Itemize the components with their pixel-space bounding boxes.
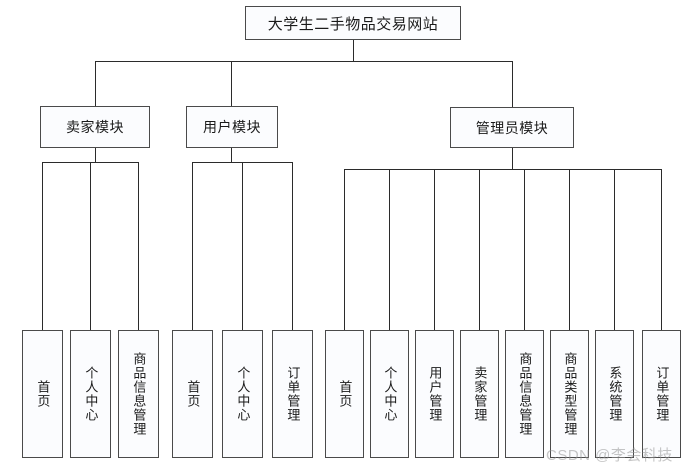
- leaf-node-admin-1-label: 首页: [337, 380, 353, 408]
- connector-admin-leaf-6: [569, 169, 570, 330]
- leaf-node-user-3-label: 订单管理: [285, 366, 301, 422]
- root-node-label: 大学生二手物品交易网站: [267, 16, 439, 33]
- leaf-node-admin-2-label: 个人中心: [382, 366, 398, 422]
- leaf-node-seller-3-label: 商品信息管理: [131, 352, 147, 436]
- connector-user-leaf-1: [192, 162, 193, 330]
- leaf-node-seller-2-label: 个人中心: [83, 366, 99, 422]
- connector-user-leaf-2: [242, 162, 243, 330]
- leaf-node-admin-4[interactable]: 卖家管理: [460, 330, 499, 458]
- connector-seller-leaf-1: [42, 162, 43, 330]
- connector-admin-leaf-3: [434, 169, 435, 330]
- leaf-node-seller-2[interactable]: 个人中心: [70, 330, 111, 458]
- leaf-node-seller-1[interactable]: 首页: [22, 330, 63, 458]
- leaf-node-user-1[interactable]: 首页: [172, 330, 213, 458]
- connector-admin-leaf-7: [614, 169, 615, 330]
- leaf-node-admin-8-label: 订单管理: [654, 366, 670, 422]
- connector-drop-user: [231, 61, 232, 106]
- connector-drop-seller: [95, 61, 96, 106]
- connector-user-stem: [231, 148, 232, 162]
- leaf-node-admin-1[interactable]: 首页: [325, 330, 364, 458]
- connector-seller-stem: [95, 148, 96, 162]
- leaf-node-admin-6-label: 商品类型管理: [562, 352, 578, 436]
- connector-admin-leaf-2: [389, 169, 390, 330]
- leaf-node-admin-4-label: 卖家管理: [472, 366, 488, 422]
- leaf-node-admin-6[interactable]: 商品类型管理: [550, 330, 589, 458]
- module-node-admin-label: 管理员模块: [475, 121, 549, 137]
- leaf-node-seller-1-label: 首页: [35, 380, 51, 408]
- connector-admin-leaf-4: [479, 169, 480, 330]
- connector-drop-admin: [512, 61, 513, 107]
- module-node-user-label: 用户模块: [203, 121, 261, 136]
- module-node-seller-label: 卖家模块: [66, 121, 124, 136]
- connector-admin-stem: [512, 148, 513, 169]
- connector-admin-bus: [344, 169, 661, 170]
- module-node-admin[interactable]: 管理员模块: [450, 107, 574, 148]
- connector-user-leaf-3: [292, 162, 293, 330]
- leaf-node-user-3[interactable]: 订单管理: [272, 330, 313, 458]
- leaf-node-admin-5-label: 商品信息管理: [517, 352, 533, 436]
- module-node-user[interactable]: 用户模块: [186, 106, 278, 148]
- leaf-node-user-2[interactable]: 个人中心: [222, 330, 263, 458]
- connector-level1-bus: [95, 61, 513, 62]
- leaf-node-admin-8[interactable]: 订单管理: [642, 330, 681, 458]
- connector-seller-leaf-3: [138, 162, 139, 330]
- leaf-node-user-1-label: 首页: [185, 380, 201, 408]
- connector-admin-leaf-5: [524, 169, 525, 330]
- module-node-seller[interactable]: 卖家模块: [40, 106, 150, 148]
- connector-admin-leaf-8: [661, 169, 662, 330]
- leaf-node-admin-7-label: 系统管理: [607, 366, 623, 422]
- leaf-node-admin-5[interactable]: 商品信息管理: [505, 330, 544, 458]
- leaf-node-admin-2[interactable]: 个人中心: [370, 330, 409, 458]
- leaf-node-admin-3-label: 用户管理: [427, 366, 443, 422]
- connector-admin-leaf-1: [344, 169, 345, 330]
- connector-seller-leaf-2: [90, 162, 91, 330]
- leaf-node-admin-3[interactable]: 用户管理: [415, 330, 454, 458]
- leaf-node-user-2-label: 个人中心: [235, 366, 251, 422]
- leaf-node-admin-7[interactable]: 系统管理: [595, 330, 634, 458]
- connector-root-stem: [353, 40, 354, 61]
- root-node[interactable]: 大学生二手物品交易网站: [245, 6, 461, 40]
- leaf-node-seller-3[interactable]: 商品信息管理: [118, 330, 159, 458]
